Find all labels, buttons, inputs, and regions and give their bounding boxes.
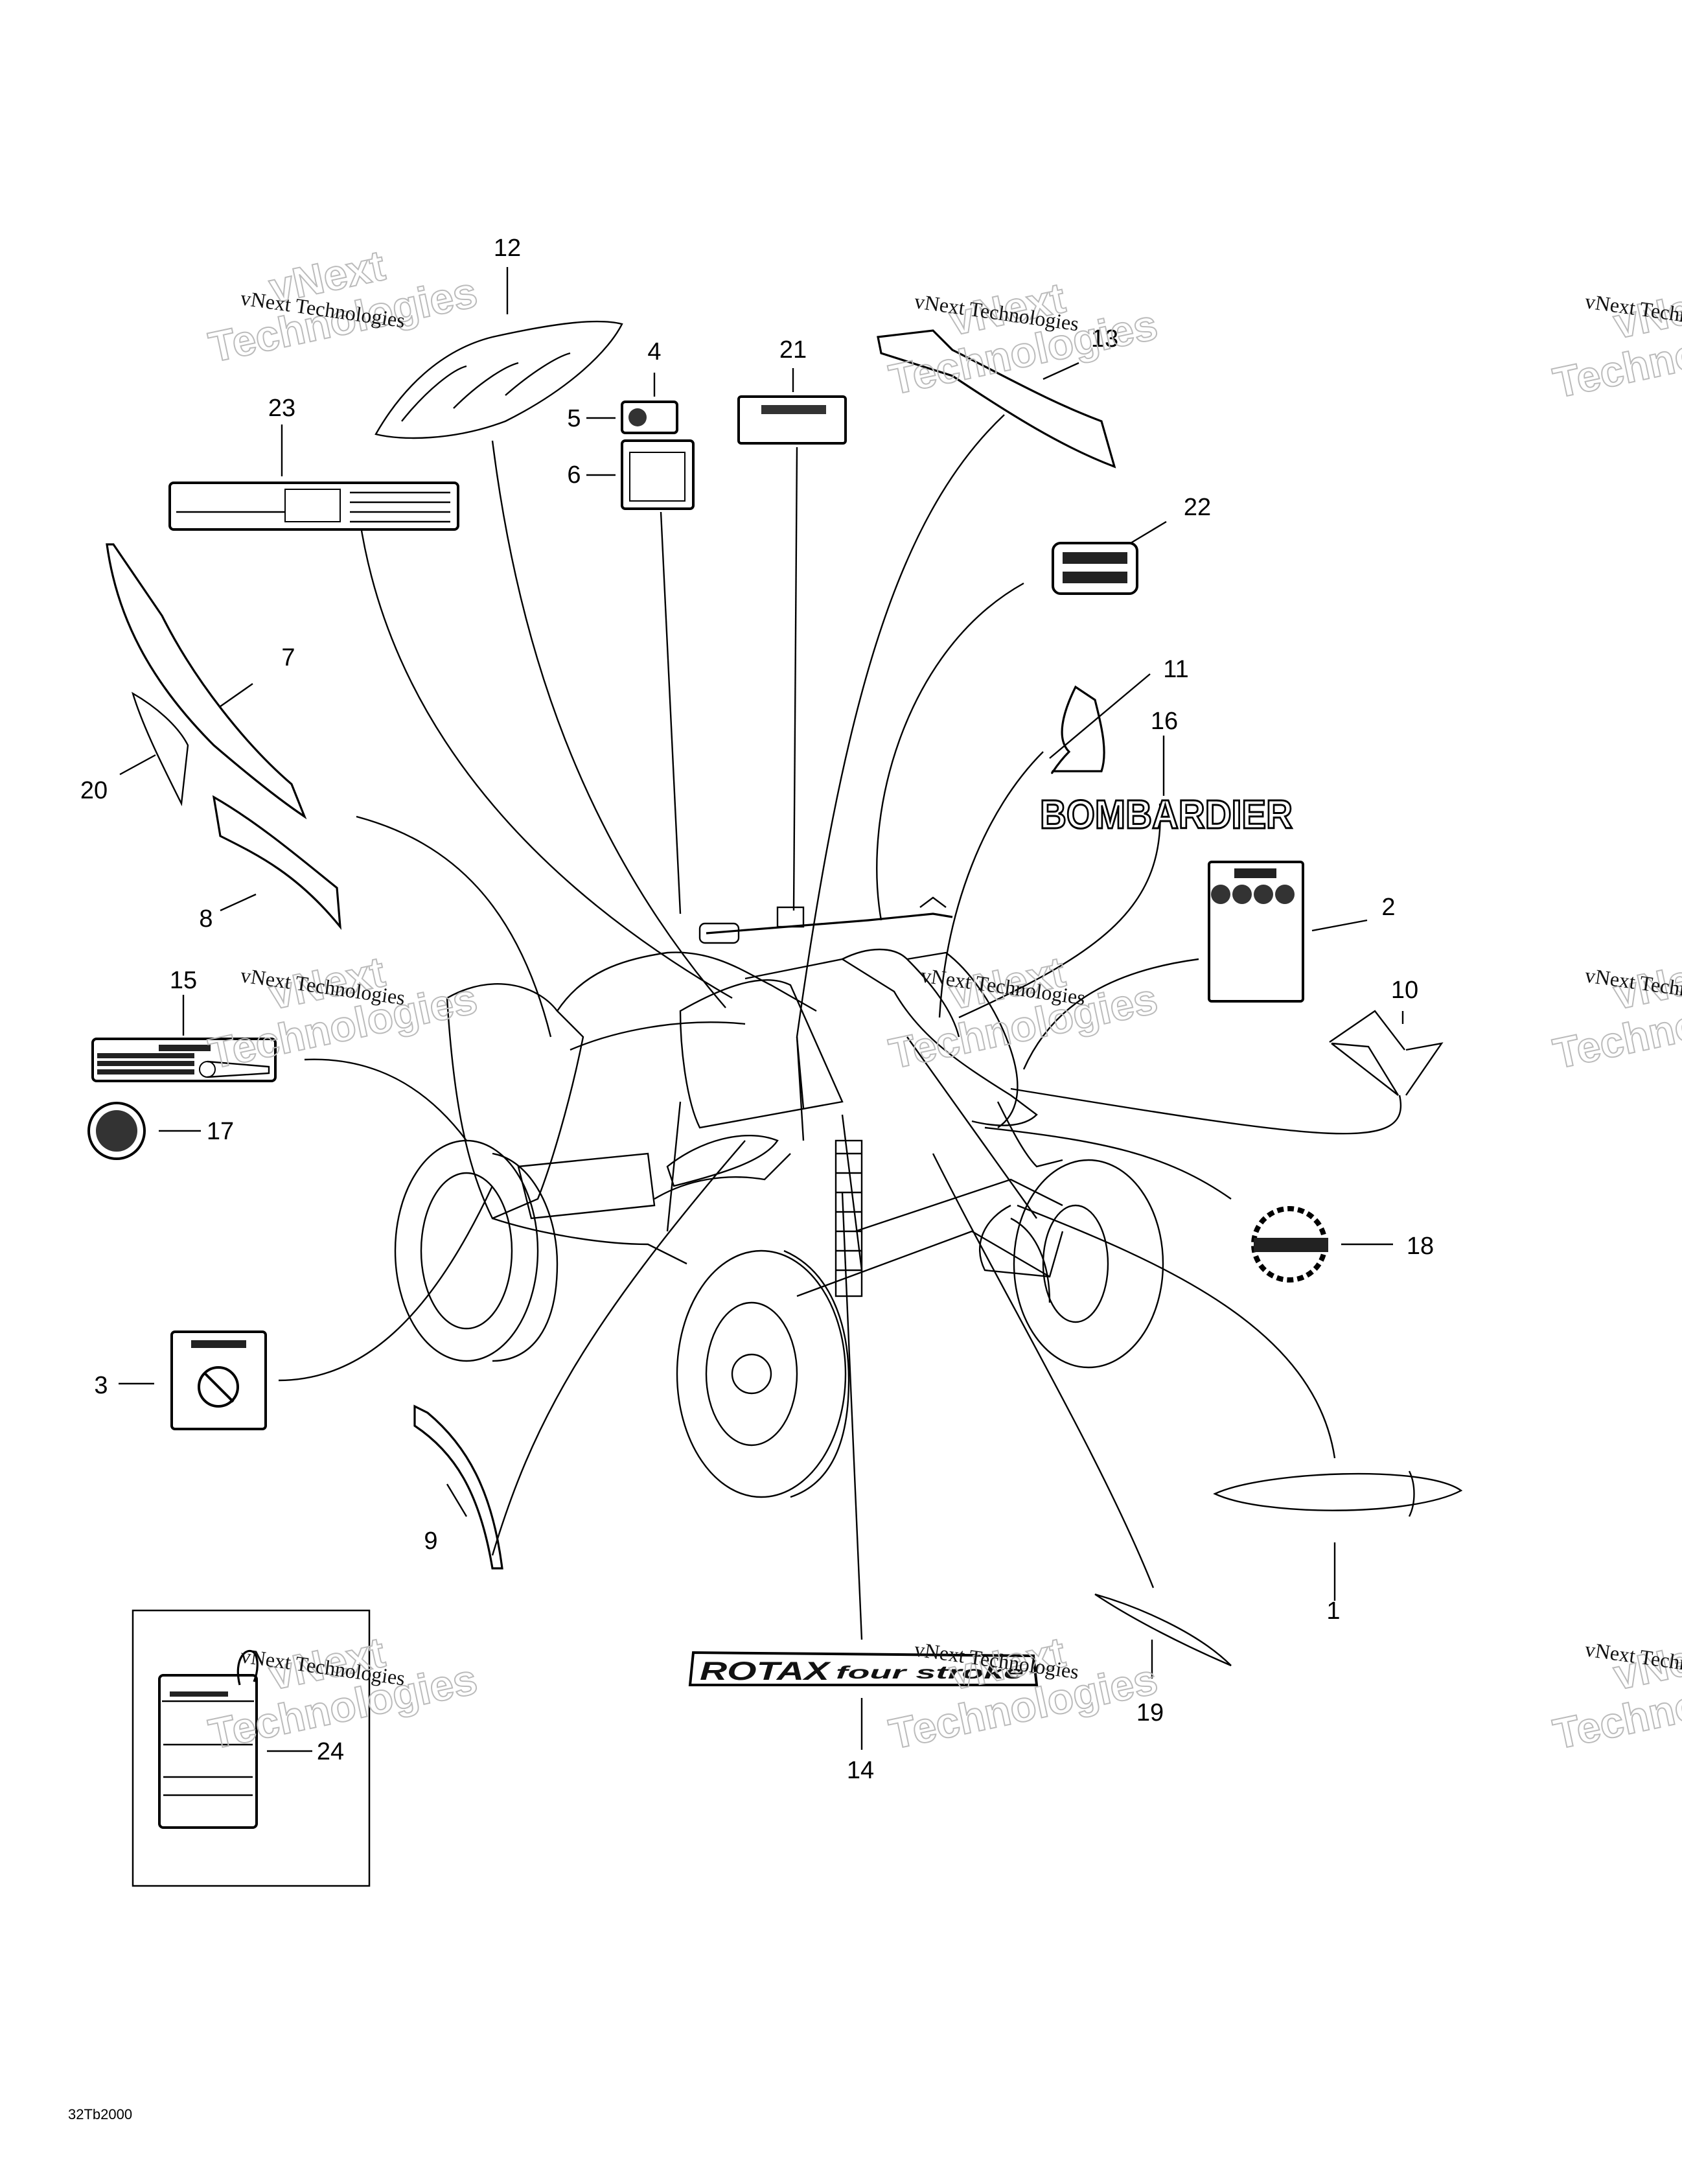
callout-16: 16 [1151, 708, 1178, 735]
decal-24-hang-tag[interactable] [158, 1649, 259, 1829]
callout-14: 14 [847, 1757, 874, 1784]
hang-tag-frame [132, 1609, 371, 1887]
watermark: vNext Technologies [884, 947, 1162, 1078]
watermark: vNext Technologies [1549, 1627, 1682, 1759]
decal-16-bombardier-lettering[interactable]: BOMBARDIER [1039, 792, 1294, 839]
callout-11: 11 [1163, 656, 1188, 683]
watermark: vNext Technologies [1549, 276, 1682, 408]
decal-7-stripe-left-long[interactable] [106, 543, 307, 820]
leader-lines [278, 414, 1402, 1640]
decal-2-warning-pictograms[interactable] [1208, 861, 1304, 1003]
watermark: vNext Technologies [204, 947, 482, 1078]
callout-9: 9 [424, 1528, 437, 1555]
callout-stubs [119, 267, 1404, 1752]
callout-17: 17 [207, 1118, 234, 1145]
decal-5-small-label[interactable] [621, 401, 678, 434]
callout-24: 24 [317, 1738, 344, 1765]
callout-2: 2 [1381, 894, 1395, 921]
callout-13: 13 [1091, 325, 1118, 353]
decal-13-stripe-right[interactable] [877, 329, 1116, 469]
decal-14-rotax-four-stroke[interactable]: ROTAX four stroke [688, 1651, 1039, 1686]
callout-20: 20 [80, 777, 108, 804]
rotax-subtext: four stroke [836, 1662, 1024, 1682]
decal-1-lens-front[interactable] [1213, 1470, 1463, 1517]
decal-17-round-emblem[interactable] [87, 1102, 146, 1160]
callout-3: 3 [94, 1372, 108, 1399]
callout-8: 8 [199, 905, 213, 933]
watermark: vNext Technologies [1549, 947, 1682, 1078]
atv-illustration [394, 896, 1164, 1498]
decal-10-front-nose[interactable] [1329, 1010, 1444, 1096]
decal-23-info-label[interactable] [168, 482, 459, 531]
decal-9-fender-curve[interactable] [413, 1404, 503, 1570]
watermark: vNext Technologies [204, 240, 482, 372]
decal-6-label-square[interactable] [621, 439, 695, 510]
callout-23: 23 [268, 395, 295, 422]
decal-15-tire-pressure-label[interactable] [91, 1038, 277, 1082]
callout-5: 5 [567, 405, 581, 432]
callout-22: 22 [1184, 494, 1211, 521]
callout-12: 12 [494, 235, 521, 262]
decal-12-rear-side-graphic[interactable] [374, 320, 623, 439]
callout-4: 4 [647, 338, 661, 366]
decal-20-wing[interactable] [131, 691, 189, 807]
callout-7: 7 [281, 644, 295, 671]
callout-15: 15 [170, 967, 197, 994]
callout-numbers: 1 2 3 4 5 6 7 8 9 10 11 12 13 14 15 16 1… [80, 235, 1434, 1784]
callout-18: 18 [1407, 1233, 1434, 1260]
decal-8-stripe-left-short[interactable] [212, 795, 342, 931]
bombardier-text: BOMBARDIER [1040, 793, 1293, 837]
callout-21: 21 [779, 336, 807, 364]
decal-3-warning-square[interactable] [170, 1330, 267, 1430]
watermark: vNext Technologies [884, 273, 1162, 404]
drawing-code: 32Tb2000 [68, 2106, 133, 2122]
watermarks: vNext Technologies vNext Technologies vN… [204, 240, 1682, 1759]
decal-18-gear-emblem[interactable] [1251, 1206, 1328, 1283]
callout-10: 10 [1391, 977, 1418, 1004]
decal-22-caution-plate[interactable] [1052, 542, 1138, 595]
decal-19-side-sliver[interactable] [1094, 1593, 1232, 1667]
rotax-text: ROTAX [700, 1657, 831, 1686]
callout-6: 6 [567, 461, 581, 489]
callout-19: 19 [1136, 1699, 1164, 1726]
decal-21-warning-label[interactable] [737, 395, 847, 445]
callout-1: 1 [1326, 1597, 1340, 1625]
decal-11-tree-logo[interactable] [1051, 685, 1105, 774]
